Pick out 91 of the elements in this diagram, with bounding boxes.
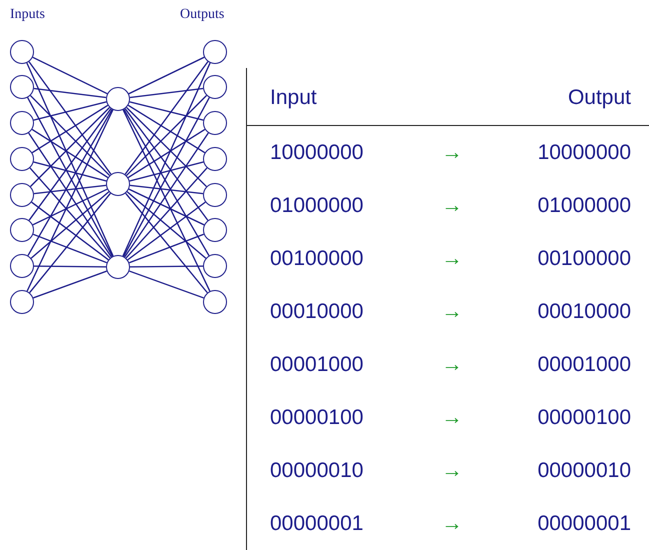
- output-pattern: 00000010: [538, 459, 631, 483]
- connection-line: [32, 128, 108, 178]
- connection-line: [130, 88, 204, 98]
- connection-line: [30, 107, 110, 187]
- connection-line: [34, 265, 106, 268]
- connection-line: [33, 101, 107, 121]
- connection-line: [28, 61, 112, 175]
- connection-line: [127, 202, 206, 260]
- connection-line: [126, 191, 206, 259]
- connection-line: [32, 104, 108, 154]
- connection-line: [124, 108, 208, 221]
- neuron-circle: [10, 40, 34, 64]
- mapping-arrow: →: [442, 300, 462, 324]
- table-header: Output: [568, 86, 631, 110]
- neuron-circle: [203, 254, 227, 278]
- neuron-circle: [10, 290, 34, 314]
- connection-line: [126, 168, 208, 258]
- input-pattern: 00100000: [270, 247, 364, 271]
- connection-line: [32, 234, 108, 264]
- connection-line: [26, 110, 114, 292]
- connection-line: [26, 62, 114, 256]
- neuron-circle: [10, 111, 34, 135]
- connection-line: [129, 270, 204, 299]
- output-pattern: 10000000: [538, 141, 631, 165]
- input-pattern: 00000001: [270, 512, 364, 536]
- connection-line: [126, 106, 207, 188]
- neuron-circle: [10, 75, 34, 99]
- connection-line: [128, 104, 206, 154]
- neuron-circle: [203, 218, 227, 242]
- connection-line: [128, 188, 204, 226]
- connection-line: [130, 265, 203, 268]
- connection-line: [124, 61, 208, 175]
- table-header: Input: [270, 86, 317, 110]
- connection-line: [128, 234, 204, 264]
- mapping-arrow: →: [442, 247, 462, 271]
- neuron-circle: [106, 172, 130, 196]
- mapping-arrow: →: [442, 141, 462, 165]
- connection-line: [34, 88, 106, 98]
- neuron-circle: [203, 111, 227, 135]
- input-pattern: 00000010: [270, 459, 364, 483]
- output-pattern: 00000100: [538, 406, 631, 430]
- connection-line: [34, 184, 106, 194]
- neuron-circle: [10, 254, 34, 278]
- neuron-circle: [10, 218, 34, 242]
- mapping-arrow: →: [442, 459, 462, 483]
- connection-line: [31, 202, 109, 260]
- connection-line: [124, 132, 209, 258]
- neuron-circle: [203, 183, 227, 207]
- connection-line: [129, 161, 204, 182]
- connection-line: [29, 168, 111, 258]
- neuron-circle: [203, 40, 227, 64]
- connection-line: [28, 132, 112, 258]
- connection-line: [126, 95, 207, 176]
- input-pattern: 01000000: [270, 194, 364, 218]
- mapping-arrow: →: [442, 512, 462, 536]
- input-pattern: 10000000: [270, 141, 364, 165]
- output-pattern: 00001000: [538, 353, 631, 377]
- output-pattern: 01000000: [538, 194, 631, 218]
- neuron-circle: [10, 147, 34, 171]
- output-pattern: 00010000: [538, 300, 631, 324]
- input-pattern: 00010000: [270, 300, 364, 324]
- connection-line: [130, 184, 204, 194]
- connection-line: [122, 62, 211, 256]
- neuron-circle: [203, 75, 227, 99]
- output-pattern: 00100000: [538, 247, 631, 271]
- neuron-circle: [10, 183, 34, 207]
- connection-line: [33, 270, 107, 298]
- column-heading: Outputs: [180, 7, 224, 23]
- neuron-circle: [203, 290, 227, 314]
- connection-line: [33, 161, 107, 182]
- connection-line: [128, 128, 206, 178]
- connection-line: [30, 95, 110, 176]
- connection-line: [29, 192, 111, 294]
- neuron-circle: [106, 87, 130, 111]
- neuron-circle: [106, 255, 130, 279]
- connection-line: [30, 191, 110, 259]
- input-pattern: 00001000: [270, 353, 364, 377]
- connection-line: [125, 192, 208, 294]
- mapping-arrow: →: [442, 406, 462, 430]
- connection-line: [130, 101, 204, 121]
- connection-line: [32, 188, 108, 226]
- output-pattern: 00000001: [538, 512, 631, 536]
- input-pattern: 00000100: [270, 406, 364, 430]
- mapping-arrow: →: [442, 353, 462, 377]
- mapping-arrow: →: [442, 194, 462, 218]
- connection-line: [122, 110, 210, 292]
- connection-line: [128, 56, 204, 94]
- connection-line: [28, 108, 112, 221]
- column-heading: Inputs: [10, 7, 45, 23]
- connection-line: [32, 56, 108, 94]
- neuron-circle: [203, 147, 227, 171]
